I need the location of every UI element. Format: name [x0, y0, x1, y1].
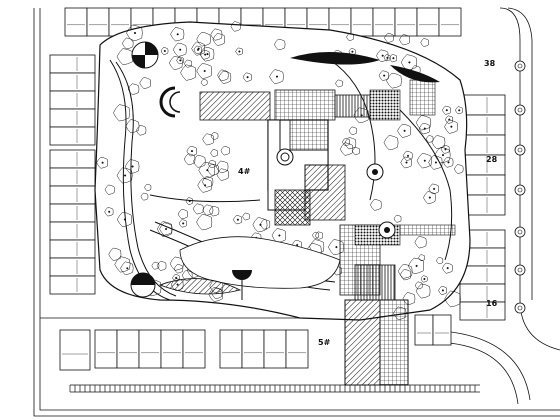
building-unit	[49, 54, 96, 74]
semicircle-seating	[159, 86, 181, 118]
shrub-cluster	[157, 197, 271, 244]
building-unit	[372, 7, 396, 37]
street-tree	[514, 264, 526, 276]
street-trees	[514, 60, 526, 314]
building-unit	[438, 7, 462, 37]
building-unit	[49, 257, 96, 277]
pavilion-bottom-left	[130, 272, 156, 298]
building-unit	[459, 301, 506, 321]
building-unit	[459, 265, 506, 285]
building-unit	[59, 329, 91, 371]
building-unit	[432, 314, 452, 346]
building-unit	[160, 329, 184, 369]
street-tree	[514, 226, 526, 238]
building-label-28: 28	[486, 155, 498, 164]
building-corner-bottom-left	[59, 329, 91, 371]
building-unit	[49, 126, 96, 146]
building-row-bottom-left	[94, 329, 206, 369]
street-tree	[514, 302, 526, 314]
building-col-right-upper	[459, 94, 506, 216]
shrub-cluster	[415, 105, 464, 174]
building-unit	[241, 329, 265, 369]
building-unit	[49, 203, 96, 223]
building-col-left-upper	[49, 54, 96, 146]
building-unit	[64, 7, 88, 37]
building-unit	[49, 149, 96, 169]
shrub-cluster	[170, 21, 286, 86]
building-unit	[49, 221, 96, 241]
amphitheater-lower	[158, 278, 242, 295]
building-unit	[49, 239, 96, 259]
shrub-cluster	[96, 104, 152, 276]
building-row-bottom-right	[414, 314, 452, 346]
building-col-right-lower	[459, 229, 506, 321]
building-unit	[138, 329, 162, 369]
fountain-center	[276, 148, 294, 166]
building-unit	[414, 314, 434, 346]
building-unit	[86, 7, 110, 37]
circular-features	[130, 41, 396, 300]
building-labels: 38 28 4# 16 5#	[238, 59, 498, 347]
building-unit	[49, 72, 96, 92]
pavilion-bottom-center	[232, 270, 252, 300]
building-unit	[219, 329, 243, 369]
building-unit	[116, 329, 140, 369]
central-plaza	[199, 79, 456, 296]
dark-band-top	[290, 51, 440, 83]
fountain-lower	[378, 221, 396, 239]
street-tree	[514, 104, 526, 116]
building-unit	[49, 185, 96, 205]
building-unit	[49, 167, 96, 187]
fountain-right	[366, 163, 384, 181]
street-tree	[514, 184, 526, 196]
building-label-5: 5#	[318, 338, 331, 347]
building-label-38: 38	[484, 59, 496, 68]
building-unit	[285, 329, 309, 369]
building-unit	[49, 90, 96, 110]
building-unit	[49, 108, 96, 128]
shrub-cluster	[183, 132, 230, 193]
building-unit	[416, 7, 440, 37]
building-unit	[263, 329, 287, 369]
building-unit	[394, 7, 418, 37]
building-label-16: 16	[486, 299, 498, 308]
building-unit	[94, 329, 118, 369]
street-tree	[514, 144, 526, 156]
perimeter-fence	[69, 384, 480, 393]
building-unit	[350, 7, 374, 37]
building-unit	[49, 275, 96, 295]
shrub-cluster	[116, 24, 226, 95]
street-tree	[514, 60, 526, 72]
building-label-4: 4#	[238, 167, 251, 176]
entrance-plaza	[344, 264, 409, 386]
building-unit	[182, 329, 206, 369]
building-unit	[459, 283, 506, 303]
building-row-bottom-center	[219, 329, 309, 369]
pavilion-top-left	[131, 41, 159, 69]
building-col-left-lower	[49, 149, 96, 295]
